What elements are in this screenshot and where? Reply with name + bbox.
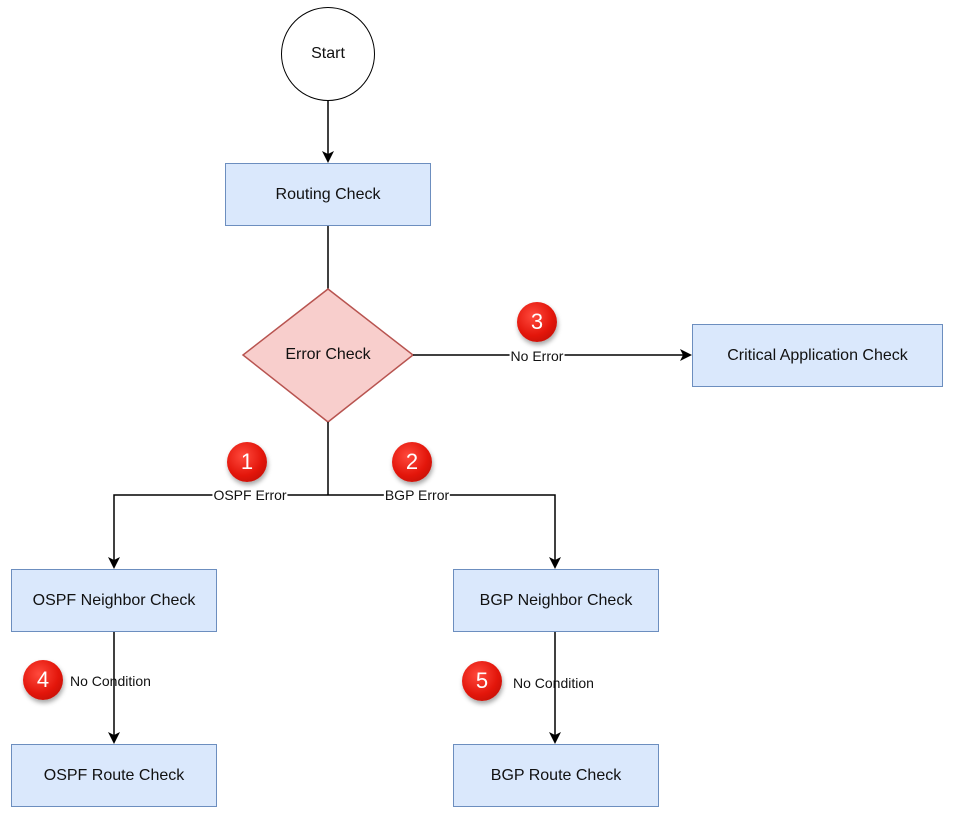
- start-node[interactable]: Start: [281, 7, 375, 101]
- critical-application-check-label: Critical Application Check: [727, 346, 908, 364]
- bgp-route-check-label: BGP Route Check: [490, 766, 622, 784]
- critical-application-check-node[interactable]: Critical Application Check: [692, 324, 943, 387]
- edge-label-bgp-error: BGP Error: [383, 487, 451, 503]
- edge-label-no-error: No Error: [509, 348, 565, 364]
- step-badge-5: 5: [462, 661, 502, 701]
- step-badge-4: 4: [23, 660, 63, 700]
- edge-label-ospf-no-condition: No Condition: [70, 673, 151, 689]
- bgp-route-check-node[interactable]: BGP Route Check: [453, 744, 659, 807]
- bgp-neighbor-check-label: BGP Neighbor Check: [479, 591, 633, 609]
- routing-check-label: Routing Check: [275, 185, 381, 203]
- step-badge-3: 3: [517, 302, 557, 342]
- ospf-neighbor-check-node[interactable]: OSPF Neighbor Check: [11, 569, 217, 632]
- edge-bgp-error: [328, 494, 561, 569]
- step-badge-2: 2: [392, 442, 432, 482]
- bgp-neighbor-check-node[interactable]: BGP Neighbor Check: [453, 569, 659, 632]
- ospf-route-check-node[interactable]: OSPF Route Check: [11, 744, 217, 807]
- edge-label-bgp-no-condition: No Condition: [513, 675, 594, 691]
- start-label: Start: [311, 45, 345, 62]
- ospf-neighbor-check-label: OSPF Neighbor Check: [32, 591, 196, 609]
- edge-label-ospf-error: OSPF Error: [212, 487, 288, 503]
- edge-ospf-error: [108, 494, 328, 569]
- error-check-label: Error Check: [285, 346, 371, 363]
- step-badge-1: 1: [227, 442, 267, 482]
- ospf-route-check-label: OSPF Route Check: [43, 766, 185, 784]
- routing-check-node[interactable]: Routing Check: [225, 163, 431, 226]
